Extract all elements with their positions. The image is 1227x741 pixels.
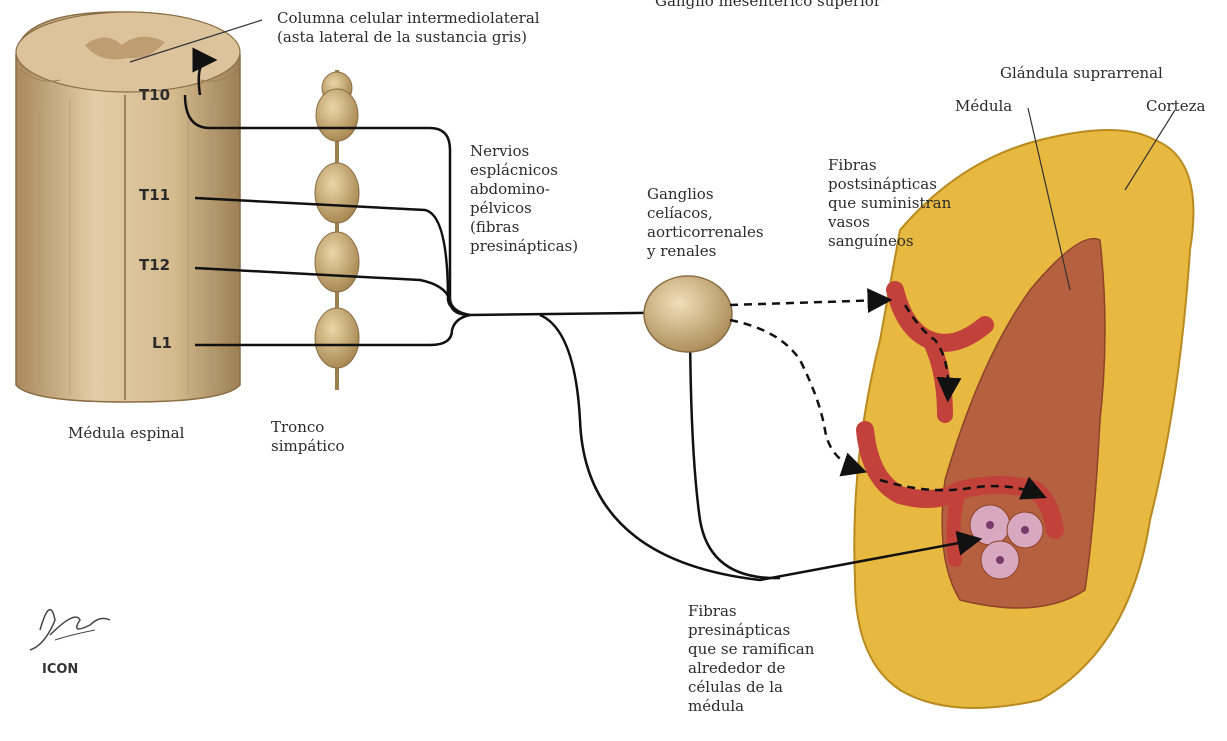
celiac-ganglion [644,276,732,352]
glandula-label: Glándula suprarrenal [1000,64,1163,83]
segment-t11: T11 [139,186,170,204]
corteza-label: Corteza [1146,97,1205,116]
netter-signature: ICON [20,590,120,700]
medula-gland-label: Médula [955,97,1012,116]
columna-label: Columna celular intermediolateral (asta … [277,9,540,47]
segment-l1: L1 [152,334,172,352]
fibras-pre-label: Fibras presinápticas que se ramifican al… [688,602,814,716]
top-cut-label: Ganglio mesentérico superior [655,0,881,11]
medula-espinal-label: Médula espinal [68,424,184,443]
tronco-label: Tronco simpático [271,418,345,456]
signature-scribble-icon [20,590,120,700]
segment-t12: T12 [139,256,170,274]
sympathetic-trunk [315,70,359,390]
logo-text: ICON [42,662,78,677]
nervios-label: Nervios esplácnicos abdomino- pélvicos (… [470,142,578,256]
ganglios-label: Ganglios celíacos, aorticorrenales y ren… [647,185,764,261]
spinal-cord [16,12,240,402]
segment-t10: T10 [139,86,170,104]
fibras-post-label: Fibras postsinápticas que suministran va… [828,156,951,251]
